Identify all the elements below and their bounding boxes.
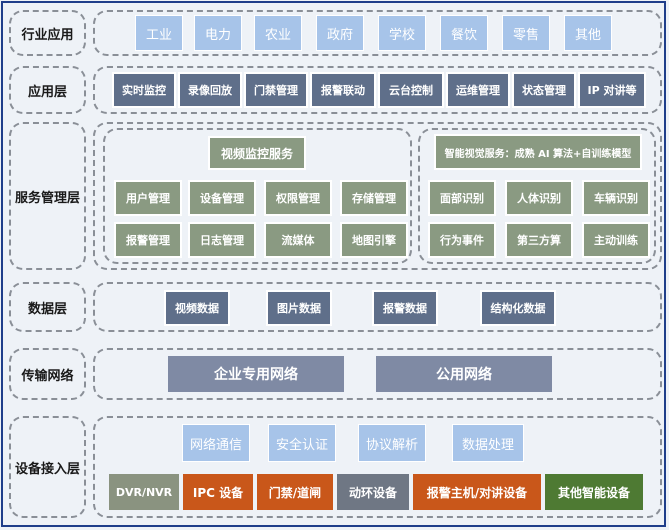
protocol-item: 协议解析 (358, 424, 426, 462)
protocol-item: 网络通信 (182, 424, 250, 462)
data-item: 报警数据 (372, 290, 438, 326)
device-item-other-smart: 其他智能设备 (545, 474, 643, 510)
industry-item: 学校 (378, 15, 426, 51)
service-layer-panel (93, 122, 662, 270)
video-service-item: 权限管理 (264, 180, 332, 216)
application-item: 云台控制 (378, 72, 444, 108)
application-item: 录像回放 (178, 72, 242, 108)
industry-item: 工业 (135, 15, 183, 51)
network-layer-panel (93, 348, 662, 400)
industry-item: 农业 (254, 15, 302, 51)
ai-service-title: 智能视觉服务：成熟 AI 算法+自训练模型 (434, 134, 642, 170)
protocol-item: 数据处理 (452, 424, 524, 462)
data-layer-panel (93, 282, 662, 332)
video-service-title: 视频监控服务 (208, 136, 306, 170)
video-service-item: 流媒体 (264, 222, 332, 258)
ai-service-item: 人体识别 (505, 180, 573, 216)
data-item: 结构化数据 (480, 290, 556, 326)
device-item-ipc: IPC 设备 (183, 474, 253, 510)
video-service-item: 设备管理 (188, 180, 256, 216)
industry-layer-panel (93, 10, 662, 56)
video-service-item: 用户管理 (114, 180, 182, 216)
device-item-env-monitor: 动环设备 (337, 474, 409, 510)
video-service-item: 存储管理 (340, 180, 408, 216)
device-item-dvr-nvr: DVR/NVR (109, 474, 179, 510)
ai-service-item: 行为事件 (428, 222, 496, 258)
service-layer-label: 服务管理层 (9, 122, 86, 270)
video-service-item: 日志管理 (188, 222, 256, 258)
industry-item: 电力 (194, 15, 242, 51)
application-item: 实时监控 (112, 72, 176, 108)
device-item-alarm-intercom: 报警主机/对讲设备 (413, 474, 541, 510)
device-layer-label: 设备接入层 (9, 416, 86, 518)
ai-service-item: 面部识别 (428, 180, 496, 216)
network-item-public: 公用网络 (376, 356, 552, 392)
ai-service-item: 主动训练 (582, 222, 650, 258)
network-item-enterprise: 企业专用网络 (168, 356, 344, 392)
network-layer-label: 传输网络 (9, 348, 86, 400)
application-item: 状态管理 (512, 72, 576, 108)
video-service-item: 地图引擎 (340, 222, 408, 258)
industry-item: 餐饮 (440, 15, 488, 51)
application-item: 运维管理 (446, 72, 510, 108)
ai-service-group (418, 128, 656, 264)
application-layer-panel (93, 66, 662, 114)
ai-service-item: 第三方算 (505, 222, 573, 258)
industry-item: 政府 (316, 15, 364, 51)
data-item: 图片数据 (266, 290, 332, 326)
device-item-access-gate: 门禁/道闸 (257, 474, 333, 510)
protocol-item: 安全认证 (268, 424, 336, 462)
application-item: IP 对讲等 (578, 72, 646, 108)
industry-item: 其他 (564, 15, 612, 51)
application-item: 门禁管理 (244, 72, 308, 108)
data-item: 视频数据 (164, 290, 230, 326)
application-layer-label: 应用层 (9, 66, 86, 114)
video-service-item: 报警管理 (114, 222, 182, 258)
device-layer-panel (93, 416, 662, 518)
data-layer-label: 数据层 (9, 282, 86, 332)
industry-layer-label: 行业应用 (9, 10, 86, 56)
application-item: 报警联动 (310, 72, 376, 108)
ai-service-item: 车辆识别 (582, 180, 650, 216)
video-service-group (103, 128, 412, 264)
industry-item: 零售 (502, 15, 550, 51)
